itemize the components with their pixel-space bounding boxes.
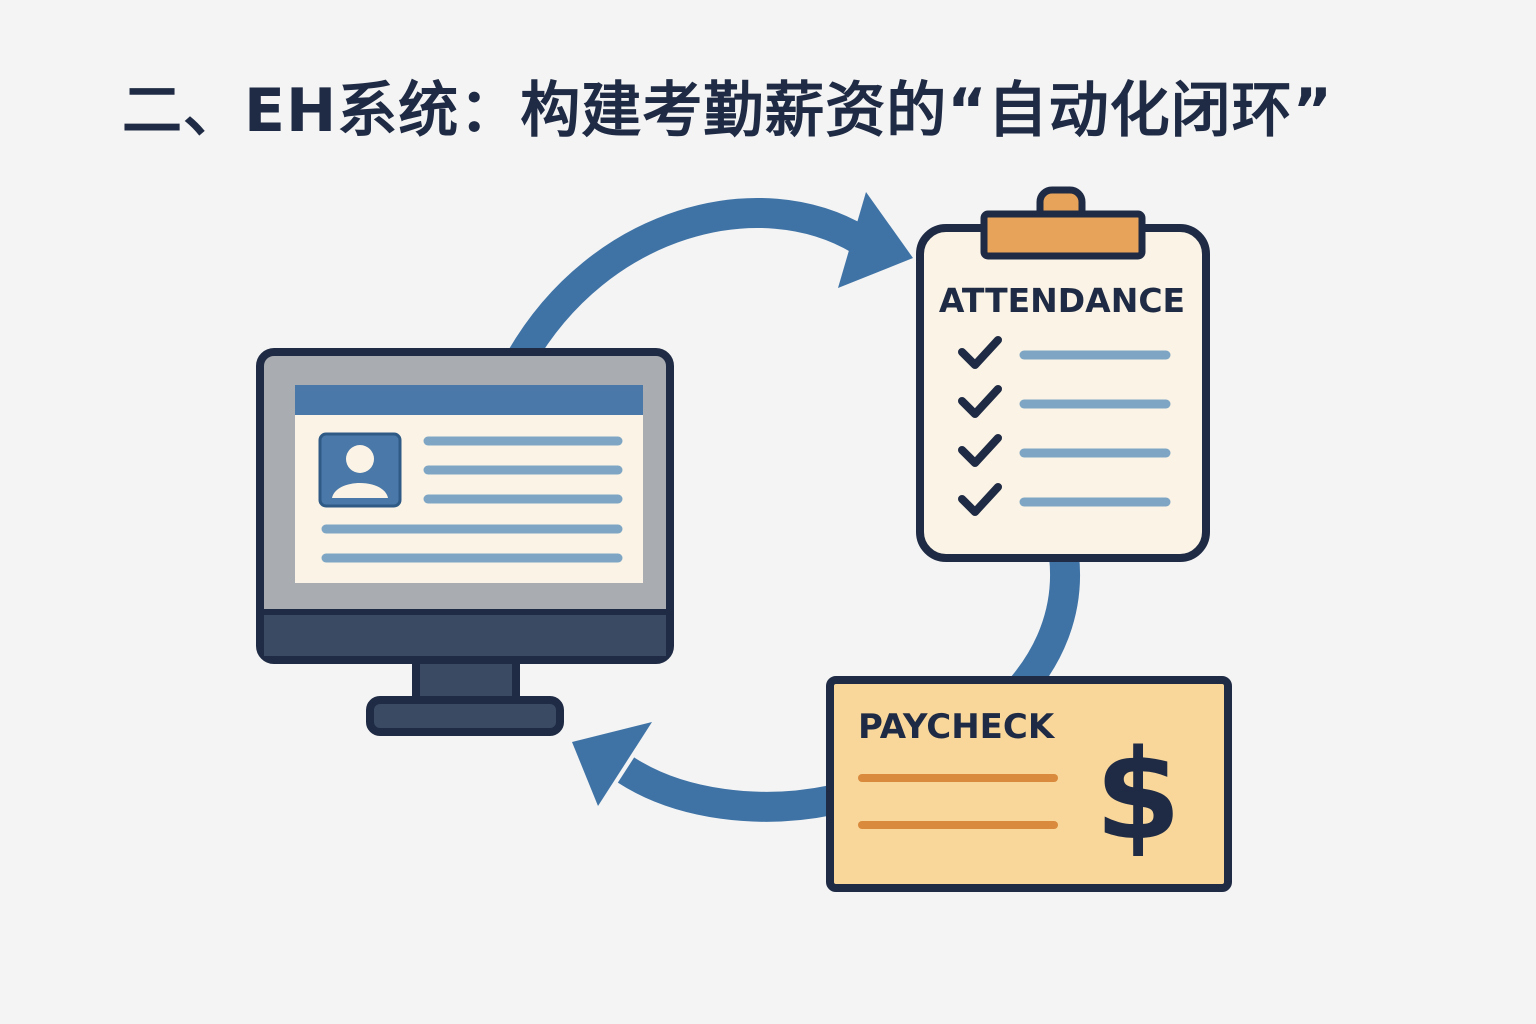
arrow-head-right xyxy=(838,192,913,288)
arrow-head-left xyxy=(572,722,652,806)
screen-title-bar xyxy=(295,385,643,415)
monitor-icon xyxy=(256,348,674,736)
attendance-row xyxy=(958,483,1171,516)
checkmark-icon xyxy=(958,483,1002,516)
clipboard-icon: ATTENDANCE xyxy=(916,186,1210,562)
arrow-monitor-to-attendance xyxy=(506,192,913,368)
clipboard-clip xyxy=(980,186,1146,260)
monitor-base xyxy=(366,696,564,736)
paycheck-heading: PAYCHECK xyxy=(858,707,1056,747)
attendance-row xyxy=(958,434,1171,467)
attendance-heading: ATTENDANCE xyxy=(939,281,1185,320)
paycheck-card: PAYCHECK $ xyxy=(826,676,1232,892)
user-avatar-icon xyxy=(318,432,402,508)
checkmark-icon xyxy=(958,434,1002,467)
checkmark-icon xyxy=(958,336,1002,369)
checkmark-icon xyxy=(958,385,1002,418)
paycheck-lines xyxy=(858,774,1058,829)
profile-text-lines xyxy=(321,436,623,563)
attendance-rows xyxy=(958,336,1171,516)
attendance-row xyxy=(958,336,1171,369)
page-title: 二、EH系统：构建考勤薪资的“自动化闭环” xyxy=(122,76,1334,146)
arrow-paycheck-to-monitor xyxy=(572,722,836,822)
attendance-card xyxy=(916,224,1210,562)
monitor-bezel-bottom xyxy=(264,612,666,656)
dollar-sign-icon: $ xyxy=(1095,724,1181,868)
attendance-row xyxy=(958,385,1171,418)
